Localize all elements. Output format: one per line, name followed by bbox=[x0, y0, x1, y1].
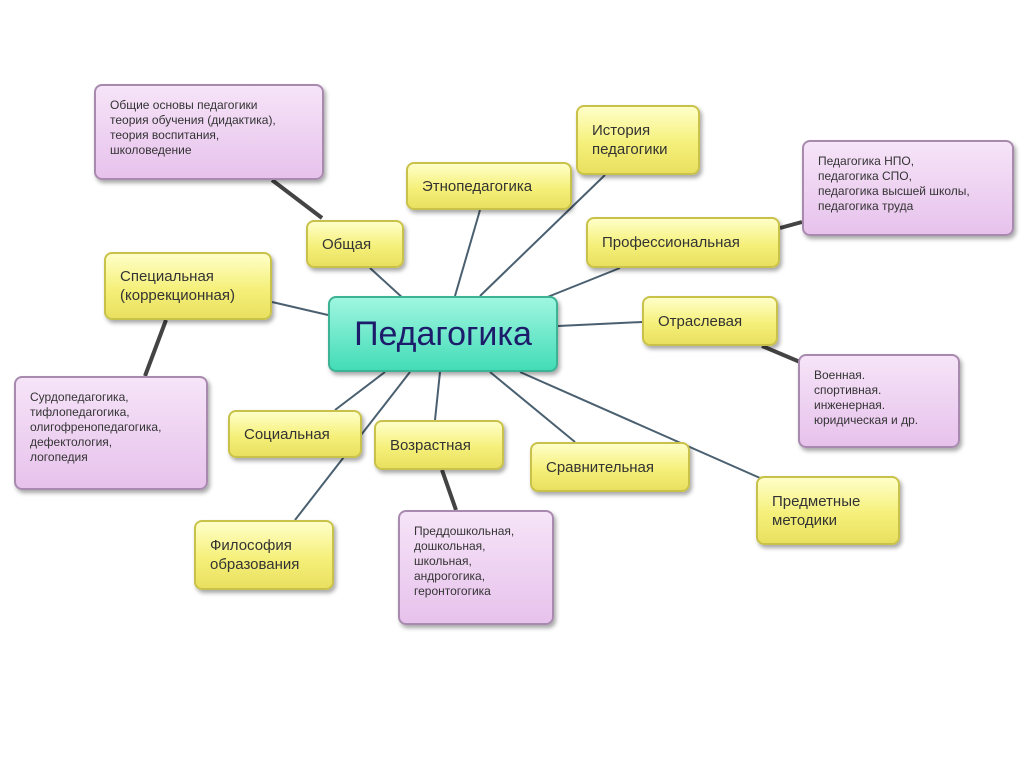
branch-label: Специальная (коррекционная) bbox=[120, 268, 235, 304]
branch-age: Возрастная bbox=[374, 420, 504, 470]
detail-special: Сурдопедагогика, тифлопедагогика, олигоф… bbox=[14, 376, 208, 490]
branch-label: Этнопедагогика bbox=[422, 177, 533, 195]
branch-label: Общая bbox=[322, 235, 372, 253]
detail-text: Педагогика НПО, педагогика СПО, педагоги… bbox=[818, 154, 970, 213]
detail-text: Преддошкольная, дошкольная, школьная, ан… bbox=[414, 524, 515, 598]
branch-subject-methods: Предметные методики bbox=[756, 476, 900, 545]
detail-text: Сурдопедагогика, тифлопедагогика, олигоф… bbox=[30, 390, 162, 464]
branch-label: Возрастная bbox=[390, 436, 471, 454]
branch-general: Общая bbox=[306, 220, 404, 268]
branch-professional: Профессиональная bbox=[586, 217, 780, 268]
detail-text: Общие основы педагогики теория обучения … bbox=[110, 98, 276, 157]
detail-general: Общие основы педагогики теория обучения … bbox=[94, 84, 324, 180]
branch-history: История педагогики bbox=[576, 105, 700, 175]
branch-label: История педагогики bbox=[592, 122, 668, 158]
center-node: Педагогика bbox=[328, 296, 558, 372]
branch-label: Сравнительная bbox=[546, 458, 655, 476]
detail-sectoral: Военная. спортивная. инженерная. юридиче… bbox=[798, 354, 960, 448]
detail-age: Преддошкольная, дошкольная, школьная, ан… bbox=[398, 510, 554, 625]
branch-philosophy: Философия образования bbox=[194, 520, 334, 590]
center-label: Педагогика bbox=[354, 314, 532, 353]
branch-label: Отраслевая bbox=[658, 312, 743, 330]
branch-label: Профессиональная bbox=[602, 234, 740, 251]
detail-professional: Педагогика НПО, педагогика СПО, педагоги… bbox=[802, 140, 1014, 236]
detail-text: Военная. спортивная. инженерная. юридиче… bbox=[814, 368, 919, 427]
branch-special: Специальная (коррекционная) bbox=[104, 252, 272, 320]
branch-sectoral: Отраслевая bbox=[642, 296, 778, 346]
branch-label: Философия образования bbox=[210, 537, 300, 573]
branch-comparative: Сравнительная bbox=[530, 442, 690, 492]
branch-label: Социальная bbox=[244, 425, 330, 443]
branch-ethno: Этнопедагогика bbox=[406, 162, 572, 210]
branch-social: Социальная bbox=[228, 410, 362, 458]
branch-label: Предметные методики bbox=[772, 492, 861, 529]
